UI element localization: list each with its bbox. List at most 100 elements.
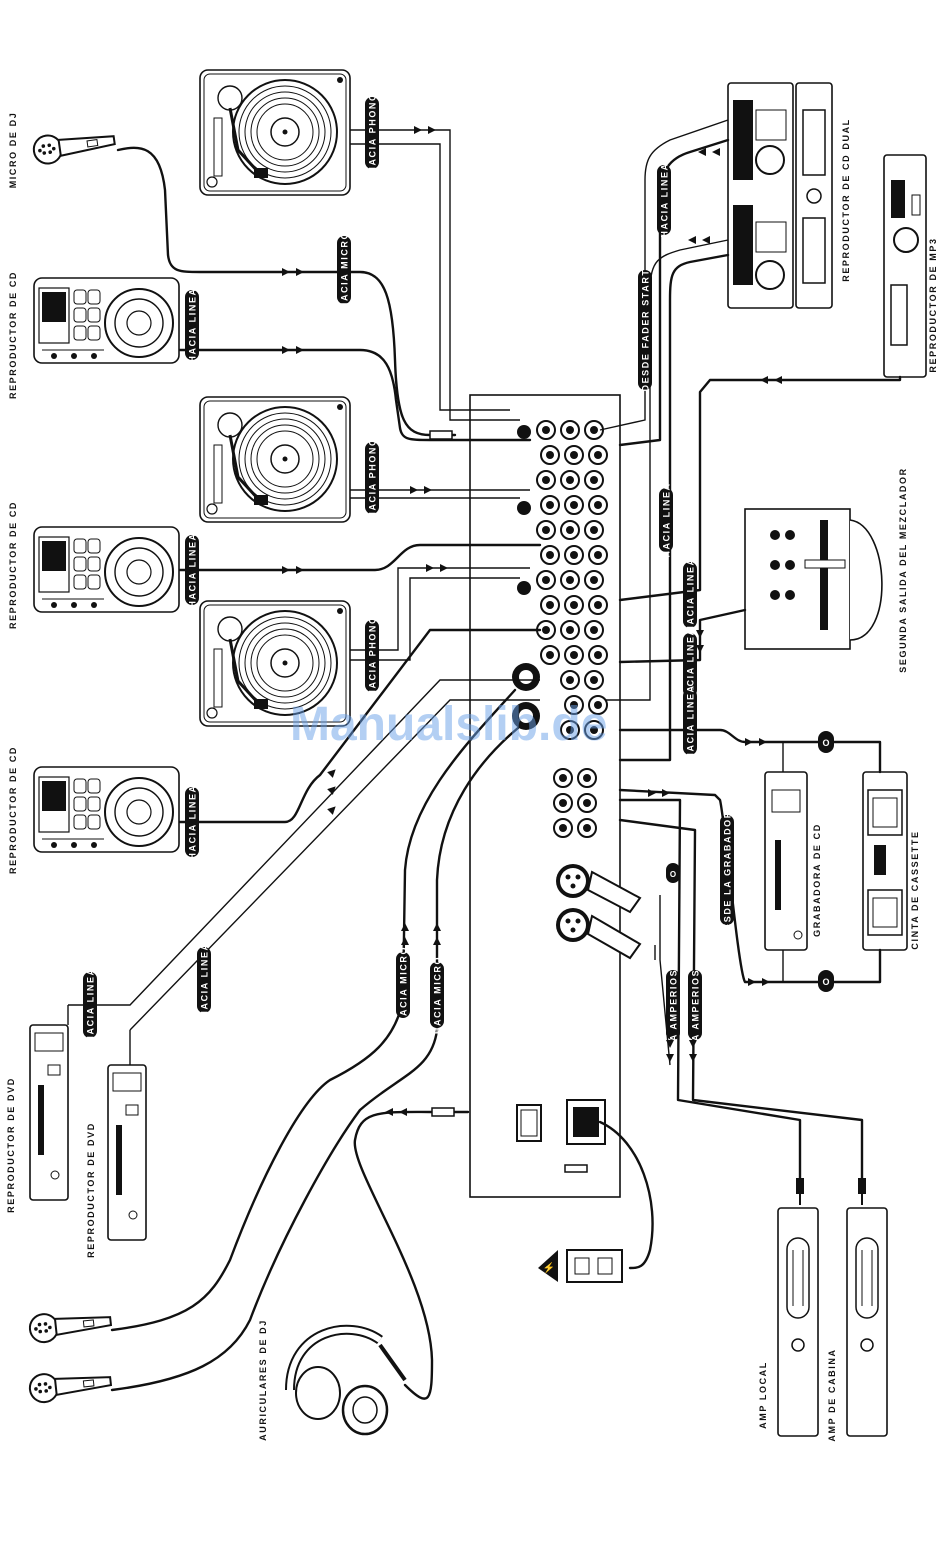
rca-output-jack bbox=[553, 768, 573, 788]
turntable-2 bbox=[198, 395, 352, 524]
to-line-rec-label: HACIA LINEA bbox=[683, 684, 697, 760]
cd-recorder bbox=[764, 771, 808, 951]
ground-terminal bbox=[517, 501, 531, 515]
to-amps-2-label-text: A AMPERIOS bbox=[691, 969, 701, 1041]
dvd-player-2 bbox=[107, 1064, 147, 1241]
from-recorder-label: DESDE LA GRABADORA bbox=[720, 802, 734, 938]
rca-jack bbox=[564, 595, 584, 615]
from-recorder-label-text: DESDE LA GRABADORA bbox=[723, 802, 733, 938]
dvd-player-1 bbox=[29, 1024, 69, 1201]
rca-jack bbox=[564, 545, 584, 565]
rca-jack bbox=[540, 445, 560, 465]
rca-jack bbox=[588, 445, 608, 465]
ground-terminal bbox=[517, 425, 531, 439]
from-fader-start-label: DESDE FADER START bbox=[638, 268, 652, 392]
to-amps-1-label: A AMPERIOS bbox=[666, 969, 680, 1041]
to-line-mp3-label-text: HACIA LINEA bbox=[662, 482, 672, 557]
marker-o-amp: O bbox=[666, 863, 680, 883]
watermark: Manualslib.de bbox=[290, 698, 607, 751]
dj-mic-label: MICRO DE DJ bbox=[8, 112, 18, 189]
to-line-mixer-label: HACIA LINEA bbox=[683, 557, 697, 633]
cd-player-1-label: REPRODUCTOR DE CD bbox=[8, 271, 18, 399]
rca-jack bbox=[588, 645, 608, 665]
to-line-cd3-label-text: HACIA LINEA bbox=[188, 784, 198, 859]
rca-jack bbox=[564, 495, 584, 515]
booth-amp-label: AMP DE CABINA bbox=[827, 1348, 837, 1441]
to-amps-1-label-text: A AMPERIOS bbox=[669, 969, 679, 1041]
mp3-player-label: REPRODUCTOR DE MP3 bbox=[928, 237, 938, 372]
second-mixer bbox=[744, 508, 883, 650]
rca-jack bbox=[560, 670, 580, 690]
rca-output-jack bbox=[577, 793, 597, 813]
mp3-player bbox=[883, 154, 927, 378]
to-phono-1-label: HACIA PHONO bbox=[365, 92, 379, 174]
rca-jack bbox=[536, 470, 556, 490]
to-line-mixer-label-text: HACIA LINEA bbox=[686, 557, 696, 632]
to-phono-2-label: HACIA PHONO bbox=[365, 437, 379, 519]
marker-o-top-label: O bbox=[822, 738, 829, 748]
rca-jack bbox=[536, 420, 556, 440]
mixer-rca-inputs bbox=[517, 420, 608, 838]
from-fader-start-label-text: DESDE FADER START bbox=[641, 268, 651, 391]
rca-jack bbox=[584, 570, 604, 590]
rca-jack bbox=[588, 545, 608, 565]
to-mic-2-label: HACIA MICRO bbox=[430, 956, 444, 1034]
cassette-deck bbox=[862, 771, 908, 951]
cd-recorder-label: GRABADORA DE CD bbox=[812, 823, 822, 937]
dvd-player-2-label: REPRODUCTOR DE DVD bbox=[86, 1122, 96, 1258]
booth-amp bbox=[846, 1207, 888, 1437]
cd-player-2 bbox=[33, 526, 180, 613]
rca-jack bbox=[560, 470, 580, 490]
to-line-cd3-label: HACIA LINEA bbox=[185, 784, 199, 860]
rca-jack bbox=[560, 420, 580, 440]
to-phono-1-label-text: HACIA PHONO bbox=[368, 92, 378, 173]
to-mic-top-label: HACIA MICRO bbox=[337, 231, 351, 309]
marker-o-top: O bbox=[818, 731, 834, 753]
rca-jack bbox=[584, 470, 604, 490]
to-amps-2-label: A AMPERIOS bbox=[688, 969, 702, 1041]
to-line-dualcd-label-text: HACIA LINEA bbox=[660, 162, 670, 237]
electric-hazard-icon bbox=[538, 1250, 558, 1282]
rca-jack bbox=[560, 570, 580, 590]
to-line-dualcd-label: HACIA LINEA bbox=[657, 162, 671, 238]
rca-jack bbox=[584, 620, 604, 640]
cd-player-1 bbox=[33, 277, 180, 364]
rca-jack bbox=[540, 545, 560, 565]
ground-terminal bbox=[517, 581, 531, 595]
to-line-cd1-label: HACIA LINEA bbox=[185, 287, 199, 363]
to-line-dvd1-label: HACIA LINEA bbox=[83, 967, 97, 1043]
cassette-label: CINTA DE CASSETTE bbox=[910, 830, 920, 949]
rca-output-jack bbox=[577, 818, 597, 838]
to-line-cd2-label: HACIA LINEA bbox=[185, 532, 199, 608]
svg-text:⚡: ⚡ bbox=[543, 1261, 555, 1274]
rca-jack bbox=[560, 520, 580, 540]
to-mic-2-label-text: HACIA MICRO bbox=[433, 956, 443, 1034]
dj-mic-top bbox=[31, 125, 118, 167]
mixer-body bbox=[469, 394, 621, 1198]
rca-jack bbox=[588, 595, 608, 615]
to-line-a-label-text: HACIA LINEA bbox=[686, 627, 696, 702]
marker-o-amp-label: O bbox=[670, 870, 676, 879]
rca-jack bbox=[540, 495, 560, 515]
dvd-player-1-label: REPRODUCTOR DE DVD bbox=[6, 1077, 16, 1213]
cd-player-3 bbox=[33, 766, 180, 853]
turntable-1 bbox=[198, 68, 352, 197]
rca-jack bbox=[584, 520, 604, 540]
dj-headphones bbox=[285, 1324, 407, 1436]
rca-output-jack bbox=[577, 768, 597, 788]
headphones-label: AURICULARES DE DJ bbox=[258, 1319, 268, 1441]
cd-player-3-label: REPRODUCTOR DE CD bbox=[8, 746, 18, 874]
to-phono-3-label-text: HACIA PHONO bbox=[368, 615, 378, 696]
to-phono-2-label-text: HACIA PHONO bbox=[368, 437, 378, 518]
rca-jack bbox=[564, 645, 584, 665]
second-mixer-label: SEGUNDA SALIDA DEL MEZCLADOR bbox=[898, 467, 908, 672]
mic-bottom-2 bbox=[27, 1366, 113, 1405]
rca-jack bbox=[584, 670, 604, 690]
to-mic-1-label: HACIA MICRO bbox=[396, 946, 410, 1024]
dual-cd-player bbox=[727, 82, 833, 309]
rca-jack bbox=[536, 570, 556, 590]
to-line-mp3-label: HACIA LINEA bbox=[659, 482, 673, 558]
to-line-rec-label-text: HACIA LINEA bbox=[686, 684, 696, 759]
to-line-dvd1-label-text: HACIA LINEA bbox=[86, 967, 96, 1042]
xlr-out-1 bbox=[556, 864, 590, 898]
